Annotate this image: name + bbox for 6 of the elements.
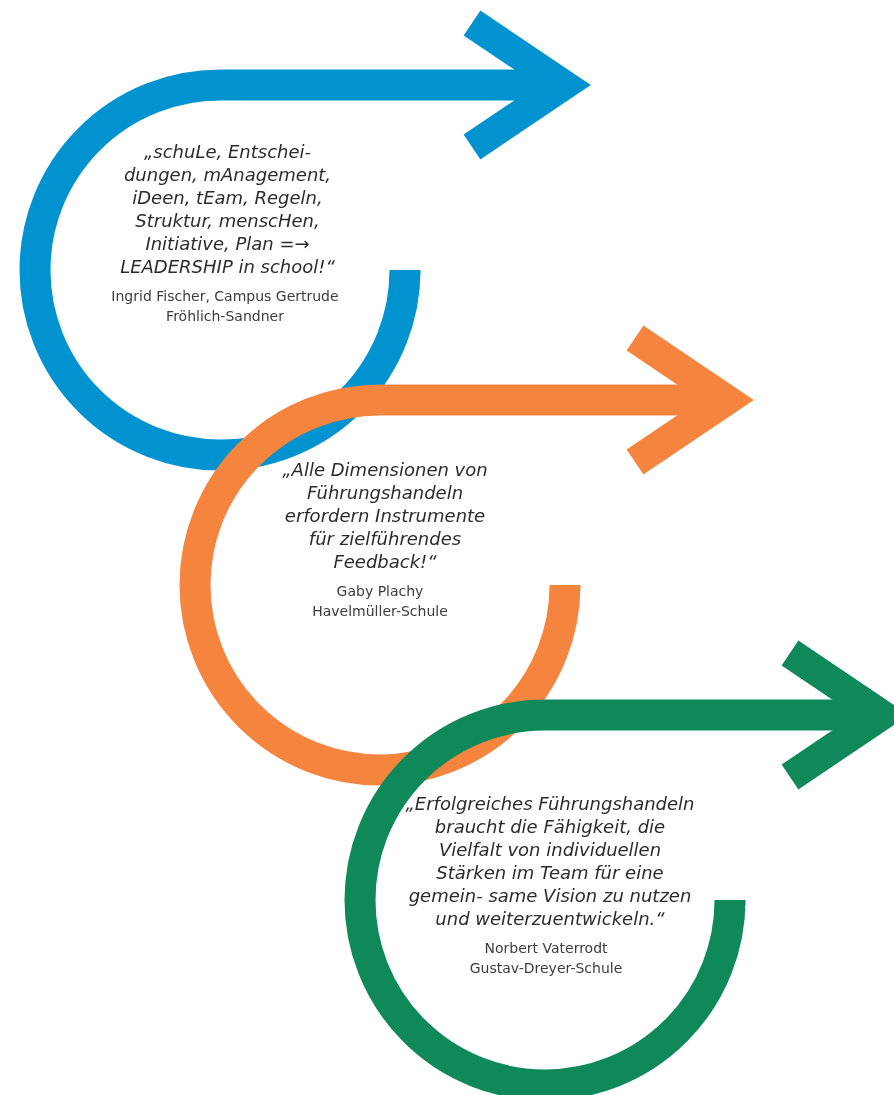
quote-text: „Erfolgreiches Führungshandeln braucht die Fähigkeit, die Vielfalt von individuellen Stärken im Team für eine gemein- same Vision zu nutzen und weiterzuentwickeln.“ (405, 792, 695, 930)
author-attribution: Ingrid Fischer, Campus Gertrude Fröhlich-Sandner (110, 287, 340, 326)
quote-text: „Alle Dimensionen von Führungshandeln erfordern Instrumente für zielführendes Feedback!“ (281, 458, 489, 573)
author-attribution: Gaby Plachy Havelmüller-Schule (311, 582, 449, 621)
author-attribution: Norbert Vaterrodt Gustav-Dreyer-Schule (468, 939, 624, 978)
quote-text: „schuLe, Entschei- dungen, mAnagement, iDeen, tEam, Regeln, Struktur, menscHen, Initiative, Plan =→ LEADERSHIP in school!“ (119, 140, 336, 278)
